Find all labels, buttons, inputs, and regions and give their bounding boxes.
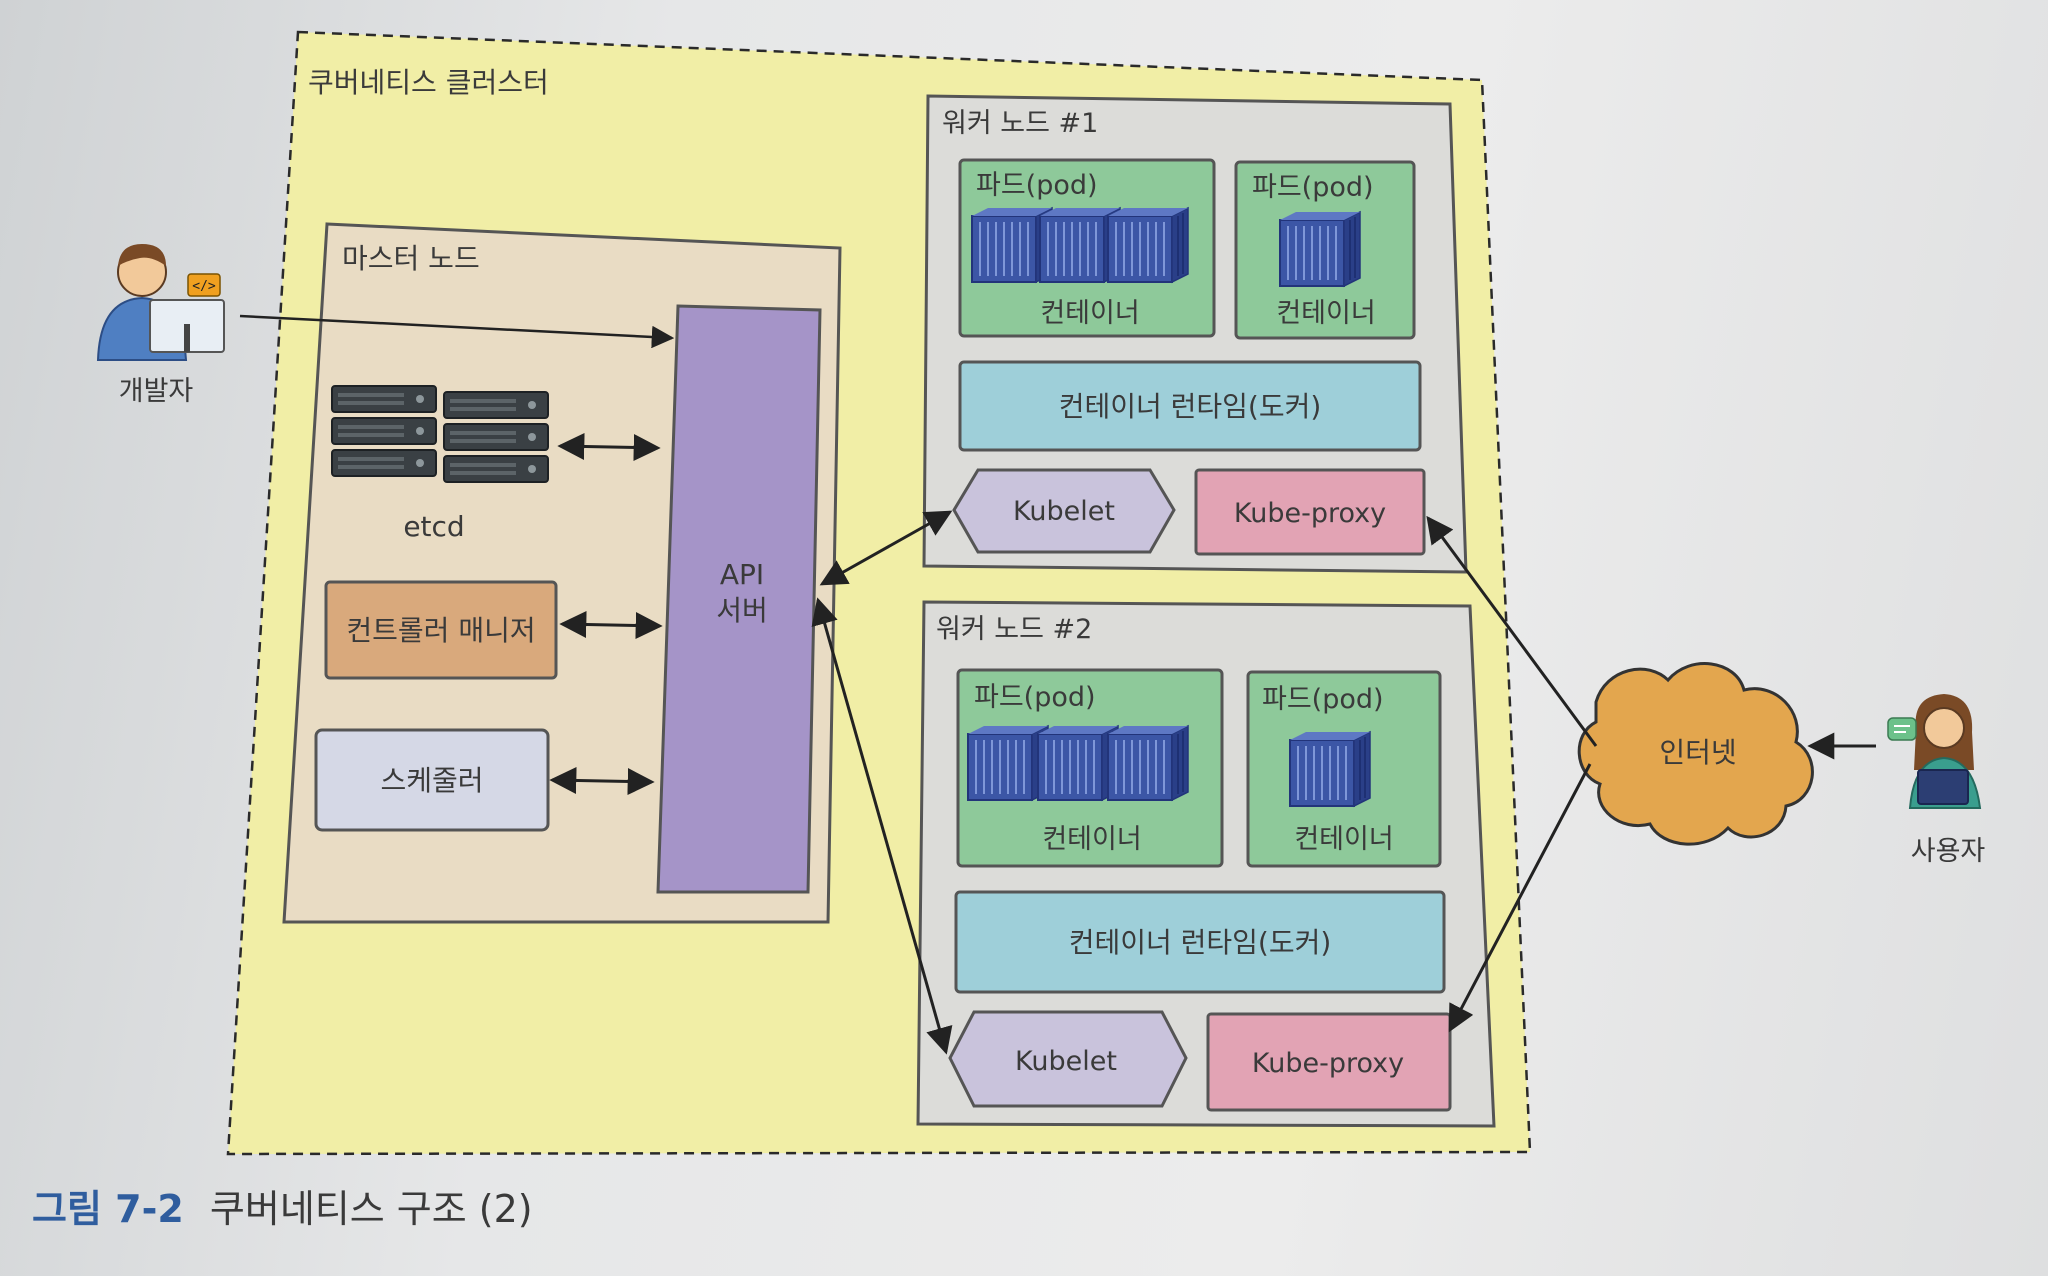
internet-proxy1-arrow (1426, 515, 1598, 747)
worker1-kube-proxy-box (1194, 468, 1426, 556)
worker1-kubelet-label: Kubelet (1013, 496, 1115, 527)
worker-node-2-label: 워커 노드 #2 (936, 614, 1092, 645)
worker2-pod-b-label: 파드(pod) (1262, 684, 1384, 715)
worker1-runtime-label: 컨테이너 런타임(도커) (1059, 390, 1322, 423)
user-label: 사용자 (1911, 836, 1986, 867)
user-icon (1887, 694, 1982, 809)
api-server-label-line1: API (720, 558, 764, 591)
worker-node-1-label: 워커 노드 #1 (942, 108, 1098, 139)
scheduler-label: 스케줄러 (380, 764, 483, 797)
controller-manager-label: 컨트롤러 매니저 (346, 614, 535, 647)
worker1-runtime-box (958, 360, 1422, 452)
master-node-label: 마스터 노드 (342, 242, 480, 275)
worker1-pod-a-container-label: 컨테이너 (1040, 298, 1139, 329)
worker2-pod-b-container-label: 컨테이너 (1294, 824, 1393, 855)
api-kubelet1-arrow (819, 510, 953, 586)
scheduler-box (314, 728, 550, 832)
svg-text:</>: </> (192, 279, 216, 294)
worker2-pod-b-container-icon (1289, 731, 1371, 807)
worker1-kube-proxy-label: Kube-proxy (1234, 498, 1386, 529)
worker2-pod-a-container-icon (967, 725, 1189, 801)
worker1-pod-b-container-label: 컨테이너 (1276, 298, 1375, 329)
worker1-kubelet-box (952, 468, 1176, 554)
figure-caption-text: 쿠버네티스 구조 (2) (210, 1187, 533, 1231)
etcd-label: etcd (403, 510, 464, 543)
worker1-pod-b-container-icon (1279, 211, 1361, 287)
figure-caption-number: 그림 7-2 (32, 1187, 184, 1231)
internet-label: 인터넷 (1659, 736, 1736, 769)
controller-api-arrow (559, 610, 663, 640)
controller-manager-box (324, 580, 558, 680)
developer-label: 개발자 (119, 376, 194, 407)
worker2-kube-proxy-label: Kube-proxy (1252, 1048, 1404, 1079)
developer-icon: </> (96, 244, 225, 361)
worker1-pod-b-label: 파드(pod) (1252, 172, 1374, 203)
cluster-label: 쿠버네티스 클러스터 (308, 66, 549, 99)
worker2-kube-proxy-box (1206, 1012, 1452, 1112)
worker2-runtime-box (954, 890, 1446, 994)
worker2-pod-a-label: 파드(pod) (974, 682, 1096, 713)
worker2-kubelet-label: Kubelet (1015, 1046, 1117, 1077)
api-kubelet2-arrow (811, 597, 953, 1055)
internet-proxy2-arrow (1448, 763, 1592, 1033)
worker1-pod-a-label: 파드(pod) (976, 170, 1098, 201)
scheduler-api-arrow (549, 766, 655, 796)
figure-caption: 그림 7-2 쿠버네티스 구조 (2) (32, 1187, 533, 1231)
worker1-pod-a-container-icon (971, 207, 1189, 283)
developer-api-arrow (239, 314, 675, 349)
internet-cloud (1577, 662, 1814, 846)
worker2-runtime-label: 컨테이너 런타임(도커) (1069, 926, 1332, 959)
worker2-pod-a-container-label: 컨테이너 (1042, 824, 1141, 855)
worker2-kubelet-box (948, 1010, 1188, 1108)
etcd-api-arrow (557, 432, 661, 462)
api-server-box (656, 304, 822, 894)
api-server-label-line2: 서버 (716, 594, 768, 627)
